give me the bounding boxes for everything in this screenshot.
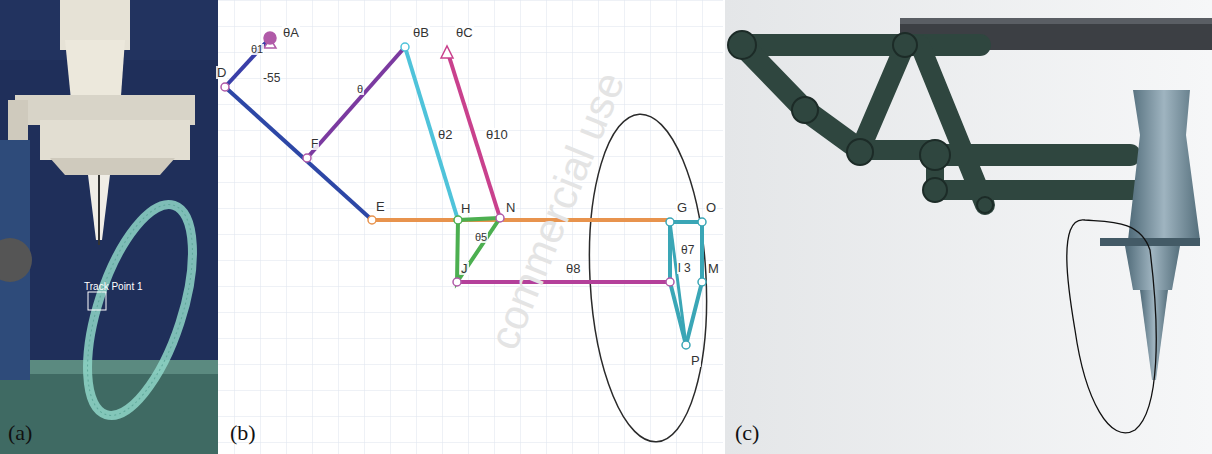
- joint-label: H: [460, 202, 471, 215]
- joint-label: G: [676, 201, 688, 214]
- joint-label: N: [505, 201, 516, 214]
- joint-label: θ10: [485, 128, 509, 141]
- panel-letter: (c): [735, 422, 759, 444]
- joint-label: l 3: [677, 262, 692, 274]
- photo-panel: [0, 0, 218, 454]
- joint-label: θ5: [474, 232, 488, 243]
- joint-label: θ7: [680, 244, 695, 256]
- joint-label: J: [460, 262, 469, 275]
- joint-label: M: [707, 262, 720, 275]
- panel-letter: (b): [230, 422, 256, 444]
- joint-label: D: [216, 66, 227, 79]
- cad-rendering: [725, 0, 1212, 454]
- joint-label: θ1: [250, 44, 264, 55]
- joint-label: F: [310, 138, 319, 150]
- joint-label: E: [375, 200, 386, 213]
- joint-label: P: [690, 354, 701, 367]
- joint-label: θ: [356, 84, 364, 95]
- joint-label: θB: [412, 26, 430, 39]
- linkage-diagram: [218, 0, 723, 454]
- joint-label: θA: [282, 26, 300, 39]
- track-point-label: Track Point 1: [84, 282, 143, 292]
- joint-label: θ8: [565, 262, 581, 275]
- joint-label: θC: [455, 26, 474, 39]
- joint-label: -55: [262, 72, 281, 84]
- joint-label: θ2: [437, 128, 453, 141]
- joint-label: O: [705, 201, 717, 214]
- panel-letter: (a): [8, 422, 32, 444]
